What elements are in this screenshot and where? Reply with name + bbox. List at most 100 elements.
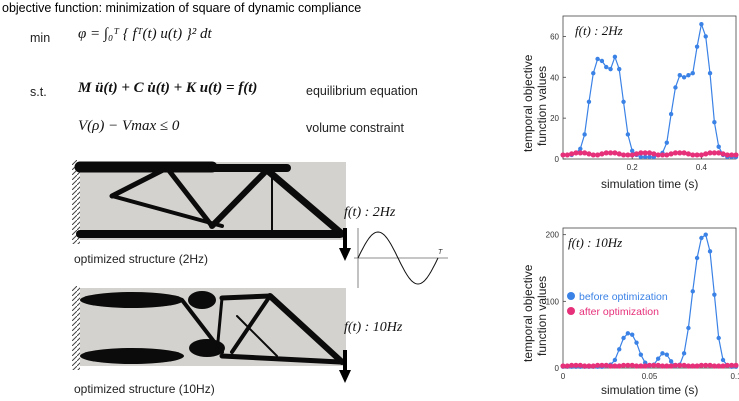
x-tick-label: 0.2 — [627, 163, 639, 172]
equilibrium-equation: M ü(t) + C u̇(t) + K u(t) = f(t) — [78, 80, 258, 96]
data-point — [599, 362, 605, 368]
data-point — [586, 363, 592, 369]
data-point — [711, 150, 717, 156]
data-point — [638, 154, 644, 160]
series-1 — [560, 150, 739, 158]
data-point — [681, 351, 687, 356]
plot-frame — [562, 15, 737, 160]
caption-10hz: optimized structure (10Hz) — [74, 382, 215, 396]
data-point — [686, 325, 691, 331]
data-point — [681, 150, 687, 156]
volume-label: volume constraint — [306, 121, 404, 135]
data-point — [703, 362, 709, 368]
data-point — [685, 363, 692, 369]
data-point — [586, 151, 592, 157]
data-point — [660, 351, 665, 356]
data-point — [595, 56, 600, 62]
x-axis-label: simulation time (s) — [601, 177, 698, 191]
data-point — [668, 111, 674, 117]
st-label: s.t. — [30, 85, 47, 99]
data-point — [590, 152, 596, 158]
support-hatch — [72, 160, 80, 244]
legend-marker-after — [567, 307, 575, 315]
x-tick-label: 0.05 — [642, 372, 658, 381]
data-point — [664, 363, 670, 369]
volume-equation: V(ρ) − Vmax ≤ 0 — [78, 118, 180, 134]
data-point — [573, 362, 579, 368]
data-point — [720, 357, 726, 363]
data-point — [590, 363, 596, 369]
data-point — [724, 362, 730, 368]
data-point — [638, 352, 644, 357]
data-point — [690, 152, 696, 158]
y-axis-label-line1: temporal objective — [521, 264, 535, 362]
data-point — [604, 64, 609, 70]
data-point — [582, 363, 588, 369]
data-point — [711, 363, 717, 369]
objective-equation: φ = ∫₀ᵀ { fᵀ(t) u(t) }² dt — [78, 26, 212, 42]
chart-title-10hz: f(t) : 10Hz — [568, 235, 622, 250]
data-point — [729, 152, 735, 158]
data-point — [699, 21, 704, 27]
data-point — [668, 363, 674, 369]
data-point — [616, 363, 622, 369]
data-point — [724, 152, 730, 158]
data-point — [733, 362, 739, 368]
data-point — [586, 99, 592, 105]
data-point — [564, 363, 570, 369]
data-point — [612, 54, 618, 60]
data-point — [694, 255, 700, 261]
data-point — [647, 154, 652, 160]
equilibrium-label: equilibrium equation — [306, 84, 418, 98]
caption-2hz: optimized structure (2Hz) — [74, 252, 209, 266]
data-point — [629, 362, 635, 368]
data-point — [625, 132, 631, 137]
data-point — [707, 71, 713, 76]
x-tick-label: 0 — [561, 372, 566, 381]
x-tick-label: 0.4 — [696, 163, 708, 172]
data-point — [582, 132, 587, 137]
data-point — [673, 85, 678, 90]
data-point — [564, 152, 570, 158]
data-point — [698, 152, 704, 158]
sine-t-label: T — [438, 249, 443, 256]
force-arrow-icon — [339, 350, 351, 383]
series-1 — [560, 362, 739, 369]
data-point — [668, 151, 674, 157]
data-point — [716, 150, 722, 156]
data-point — [642, 154, 648, 160]
chart-title-2hz: f(t) : 2Hz — [575, 23, 623, 38]
data-point — [629, 152, 635, 158]
data-point — [630, 332, 635, 337]
data-point — [582, 150, 588, 156]
y-tick-label: 100 — [546, 297, 560, 306]
data-point — [625, 331, 631, 336]
y-tick-label: 60 — [550, 32, 559, 41]
plot-frame — [562, 227, 737, 369]
data-point — [703, 34, 708, 39]
data-point — [694, 44, 700, 49]
data-point — [560, 152, 566, 158]
data-point — [681, 75, 687, 80]
data-point — [560, 363, 566, 369]
chart-10hz: temporal objective function values 01002… — [521, 227, 739, 397]
data-point — [608, 66, 613, 72]
data-point — [655, 356, 661, 361]
topology-members — [74, 161, 346, 238]
data-point — [633, 151, 640, 157]
optimized-structure-2hz — [72, 160, 346, 244]
sine-curve — [357, 231, 439, 285]
data-point — [677, 362, 683, 368]
y-axis-label-line1: temporal objective — [521, 54, 535, 152]
data-point — [707, 150, 713, 156]
data-point — [690, 363, 696, 369]
data-point — [612, 150, 618, 156]
data-point — [577, 150, 583, 156]
data-point — [621, 99, 626, 105]
data-point — [607, 150, 614, 156]
data-point — [603, 150, 609, 156]
data-point — [599, 58, 605, 64]
data-point — [672, 150, 679, 156]
optimized-structure-10hz — [72, 286, 346, 370]
data-point — [720, 363, 726, 369]
